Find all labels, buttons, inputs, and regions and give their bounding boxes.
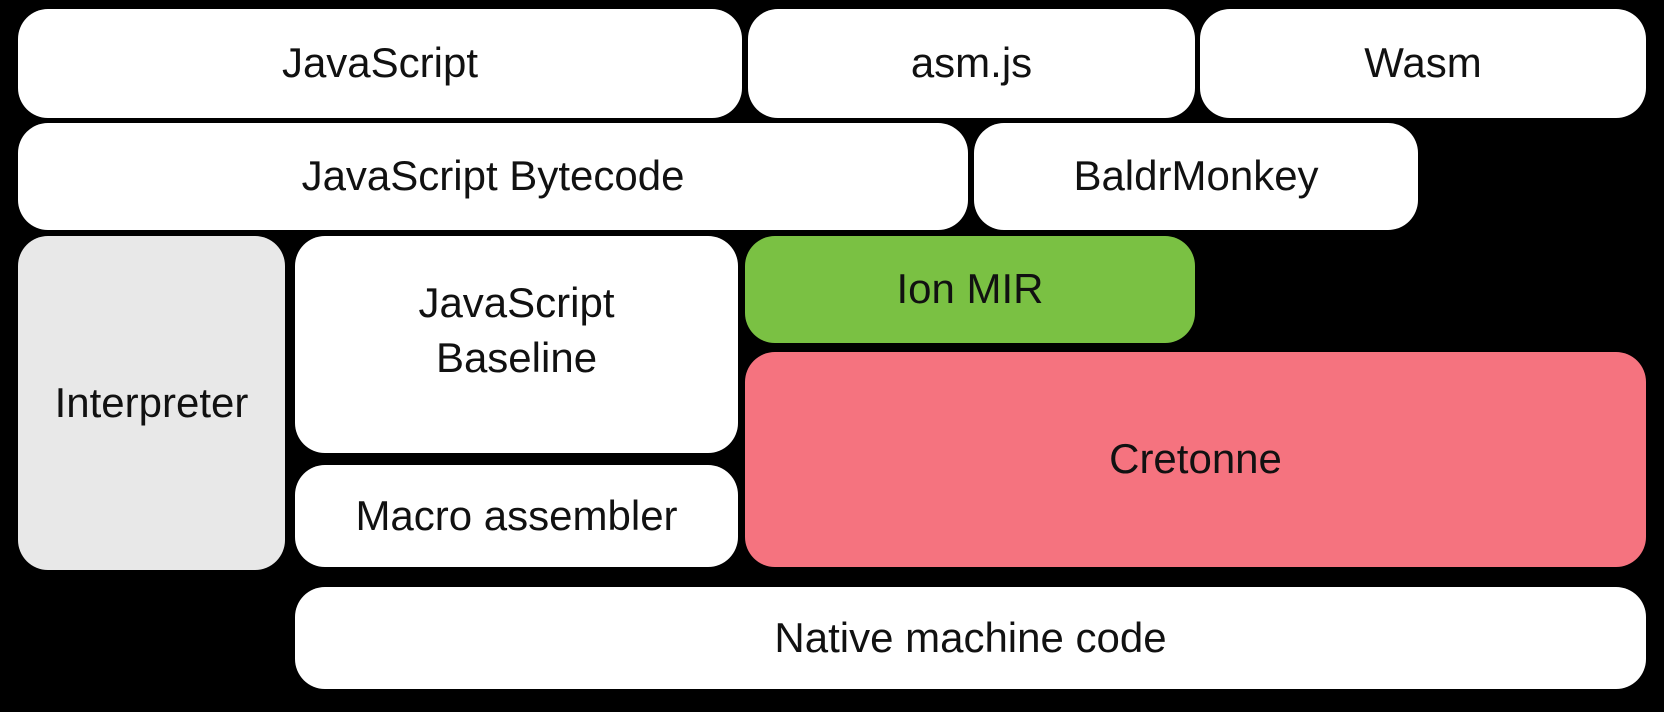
box-wasm-label: Wasm	[1364, 39, 1482, 87]
box-interpreter-label: Interpreter	[54, 378, 249, 426]
box-asmjs: asm.js	[748, 9, 1195, 118]
box-ion-mir: Ion MIR	[745, 236, 1195, 343]
box-baldrmonkey: BaldrMonkey	[974, 123, 1418, 230]
box-javascript-label: JavaScript	[281, 39, 479, 87]
box-cretonne: Cretonne	[745, 352, 1646, 567]
box-javascript-baseline-label: JavaScript Baseline	[418, 278, 615, 381]
box-javascript-baseline: JavaScript Baseline	[295, 236, 738, 453]
box-wasm: Wasm	[1200, 9, 1646, 118]
box-asmjs-label: asm.js	[910, 39, 1033, 87]
box-javascript: JavaScript	[18, 9, 742, 118]
box-javascript-bytecode-label: JavaScript Bytecode	[301, 152, 685, 200]
box-interpreter: Interpreter	[18, 236, 285, 570]
box-native-machine-code-label: Native machine code	[774, 613, 1167, 661]
box-baldrmonkey-label: BaldrMonkey	[1073, 152, 1319, 200]
box-macro-assembler: Macro assembler	[295, 465, 738, 567]
box-macro-assembler-label: Macro assembler	[355, 491, 678, 539]
box-native-machine-code: Native machine code	[295, 587, 1646, 689]
box-cretonne-label: Cretonne	[1109, 435, 1282, 483]
box-ion-mir-label: Ion MIR	[896, 265, 1044, 313]
box-javascript-bytecode: JavaScript Bytecode	[18, 123, 968, 230]
